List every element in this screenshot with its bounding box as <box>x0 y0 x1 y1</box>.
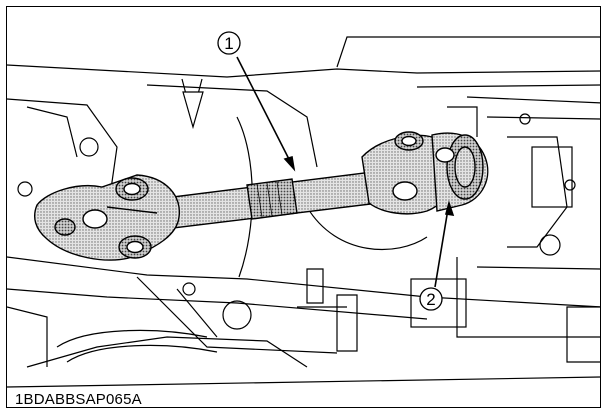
callout-1: 1 <box>217 31 241 55</box>
drive-shaft <box>156 171 380 230</box>
right-universal-joint <box>361 131 489 215</box>
drive-shaft-illustration: 1 2 <box>7 31 600 388</box>
figure-caption-code: 1BDABBSAP065A <box>15 391 142 408</box>
callout-1-label: 1 <box>224 34 233 53</box>
chassis-background <box>7 36 600 388</box>
callout-2: 2 <box>419 287 443 311</box>
callout-2-label: 2 <box>426 290 435 309</box>
figure-frame: 1 2 1BDABBSAP065A <box>6 6 601 408</box>
left-universal-joint <box>34 174 181 261</box>
callout-leaders <box>236 56 455 288</box>
